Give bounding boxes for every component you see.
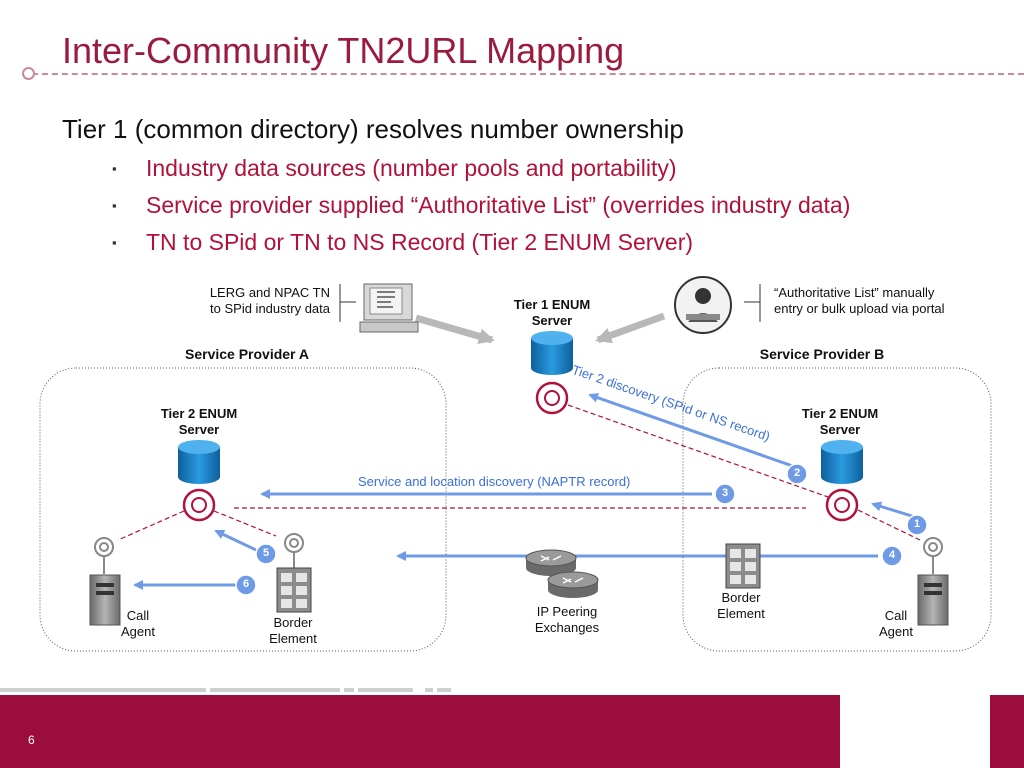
border-element-b-label: Border Element bbox=[706, 590, 776, 622]
step-2-number: 2 bbox=[793, 467, 801, 479]
query-arrow-1 bbox=[871, 501, 916, 519]
auth-label-line: entry or bulk upload via portal bbox=[774, 301, 945, 316]
border-element-a-icon bbox=[276, 567, 312, 613]
antenna-icon bbox=[923, 537, 943, 574]
bullet-text: TN to SPid or TN to NS Record (Tier 2 EN… bbox=[146, 229, 694, 255]
border-a-label-line: Element bbox=[269, 631, 317, 646]
tier2a-server-label: Tier 2 ENUM Server bbox=[144, 406, 254, 438]
auth-label-line: “Authoritative List” manually bbox=[774, 285, 935, 300]
tier1-database-icon bbox=[531, 331, 573, 375]
tier2b-label-line: Tier 2 ENUM bbox=[801, 406, 879, 421]
call-agent-b-server-icon bbox=[917, 574, 949, 626]
tier1-server-label: Tier 1 ENUM Server bbox=[497, 297, 607, 329]
lerg-bracket bbox=[339, 284, 356, 322]
auth-feed-arrow bbox=[595, 312, 666, 344]
antenna-icon bbox=[284, 533, 304, 568]
bullet-item: ▪ Service provider supplied “Authoritati… bbox=[112, 192, 850, 219]
logo-area bbox=[840, 695, 990, 768]
bullet-marker: ▪ bbox=[112, 198, 117, 213]
response-arrow-5 bbox=[214, 529, 257, 552]
slide-title: Inter-Community TN2URL Mapping bbox=[62, 30, 625, 71]
tier2a-endpoint-ring-icon bbox=[182, 488, 216, 522]
provider-a-label: Service Provider A bbox=[185, 346, 309, 362]
auth-list-label: “Authoritative List” manually entry or b… bbox=[774, 285, 945, 317]
provider-b-label: Service Provider B bbox=[759, 346, 885, 362]
border-a-label-line: Border bbox=[273, 615, 313, 630]
border-b-label-line: Element bbox=[717, 606, 765, 621]
tier2a-label-line: Tier 2 ENUM bbox=[160, 406, 238, 421]
title-divider-bullet bbox=[22, 67, 35, 80]
tier2b-endpoint-ring-icon bbox=[825, 488, 859, 522]
step-1-number: 1 bbox=[913, 518, 921, 530]
border-b-label-line: Border bbox=[721, 590, 761, 605]
call-agent-b-label-line: Agent bbox=[879, 624, 913, 639]
call-agent-a-server-icon bbox=[89, 574, 121, 626]
call-agent-a-label-line: Agent bbox=[121, 624, 155, 639]
ip-peering-label-line: Exchanges bbox=[534, 620, 600, 635]
tier2a-label-line: Server bbox=[178, 422, 220, 437]
router-icon bbox=[525, 549, 577, 576]
step-6-number: 6 bbox=[242, 578, 250, 590]
call-agent-b-label: Call Agent bbox=[866, 608, 926, 640]
service-discovery-label: Service and location discovery (NAPTR re… bbox=[358, 474, 631, 489]
computer-terminal-icon bbox=[359, 283, 419, 333]
lead-text: Tier 1 (common directory) resolves numbe… bbox=[62, 114, 684, 144]
provider-b-region bbox=[682, 367, 992, 652]
diagram-graphics bbox=[0, 276, 992, 692]
signaling-dashed-lines bbox=[117, 404, 921, 541]
border-element-a-label: Border Element bbox=[258, 615, 328, 647]
ip-peering-label: IP Peering Exchanges bbox=[517, 604, 617, 636]
bullet-item: ▪ TN to SPid or TN to NS Record (Tier 2 … bbox=[112, 229, 693, 256]
title-divider bbox=[22, 73, 1024, 75]
step-badges bbox=[235, 463, 928, 596]
footer-stripe bbox=[0, 688, 451, 692]
tier1-endpoint-ring-icon bbox=[535, 381, 569, 415]
tier2a-database-icon bbox=[178, 440, 220, 484]
call-agent-b-label-line: Call bbox=[884, 608, 908, 623]
lerg-label: LERG and NPAC TN to SPid industry data bbox=[180, 285, 330, 317]
step-5-number: 5 bbox=[262, 547, 270, 559]
auth-bracket bbox=[744, 284, 761, 322]
step-3-number: 3 bbox=[721, 487, 729, 499]
ip-peering-label-line: IP Peering bbox=[536, 604, 598, 619]
lerg-label-line: to SPid industry data bbox=[210, 301, 330, 316]
bullet-item: ▪ Industry data sources (number pools an… bbox=[112, 155, 677, 182]
router-icon bbox=[547, 571, 599, 598]
step-4-number: 4 bbox=[888, 549, 896, 561]
bullet-marker: ▪ bbox=[112, 235, 117, 250]
bullet-marker: ▪ bbox=[112, 161, 117, 176]
call-agent-a-label-line: Call bbox=[126, 608, 150, 623]
call-agent-a-label: Call Agent bbox=[108, 608, 168, 640]
border-element-b-icon bbox=[725, 543, 761, 589]
tier1-label-line: Server bbox=[531, 313, 573, 328]
tier1-label-line: Tier 1 ENUM bbox=[513, 297, 591, 312]
tier2b-database-icon bbox=[821, 440, 863, 484]
antenna-icon bbox=[94, 537, 114, 574]
support-agent-icon bbox=[674, 276, 732, 334]
lerg-feed-arrow bbox=[415, 314, 495, 345]
provider-a-region bbox=[39, 367, 447, 652]
bullet-text: Industry data sources (number pools and … bbox=[146, 155, 677, 181]
bullet-text: Service provider supplied “Authoritative… bbox=[146, 192, 851, 218]
tier2b-label-line: Server bbox=[819, 422, 861, 437]
lerg-label-line: LERG and NPAC TN bbox=[209, 285, 330, 300]
tier2b-server-label: Tier 2 ENUM Server bbox=[785, 406, 895, 438]
tier2-discovery-arrow bbox=[588, 392, 805, 472]
page-number: 6 bbox=[28, 733, 35, 747]
